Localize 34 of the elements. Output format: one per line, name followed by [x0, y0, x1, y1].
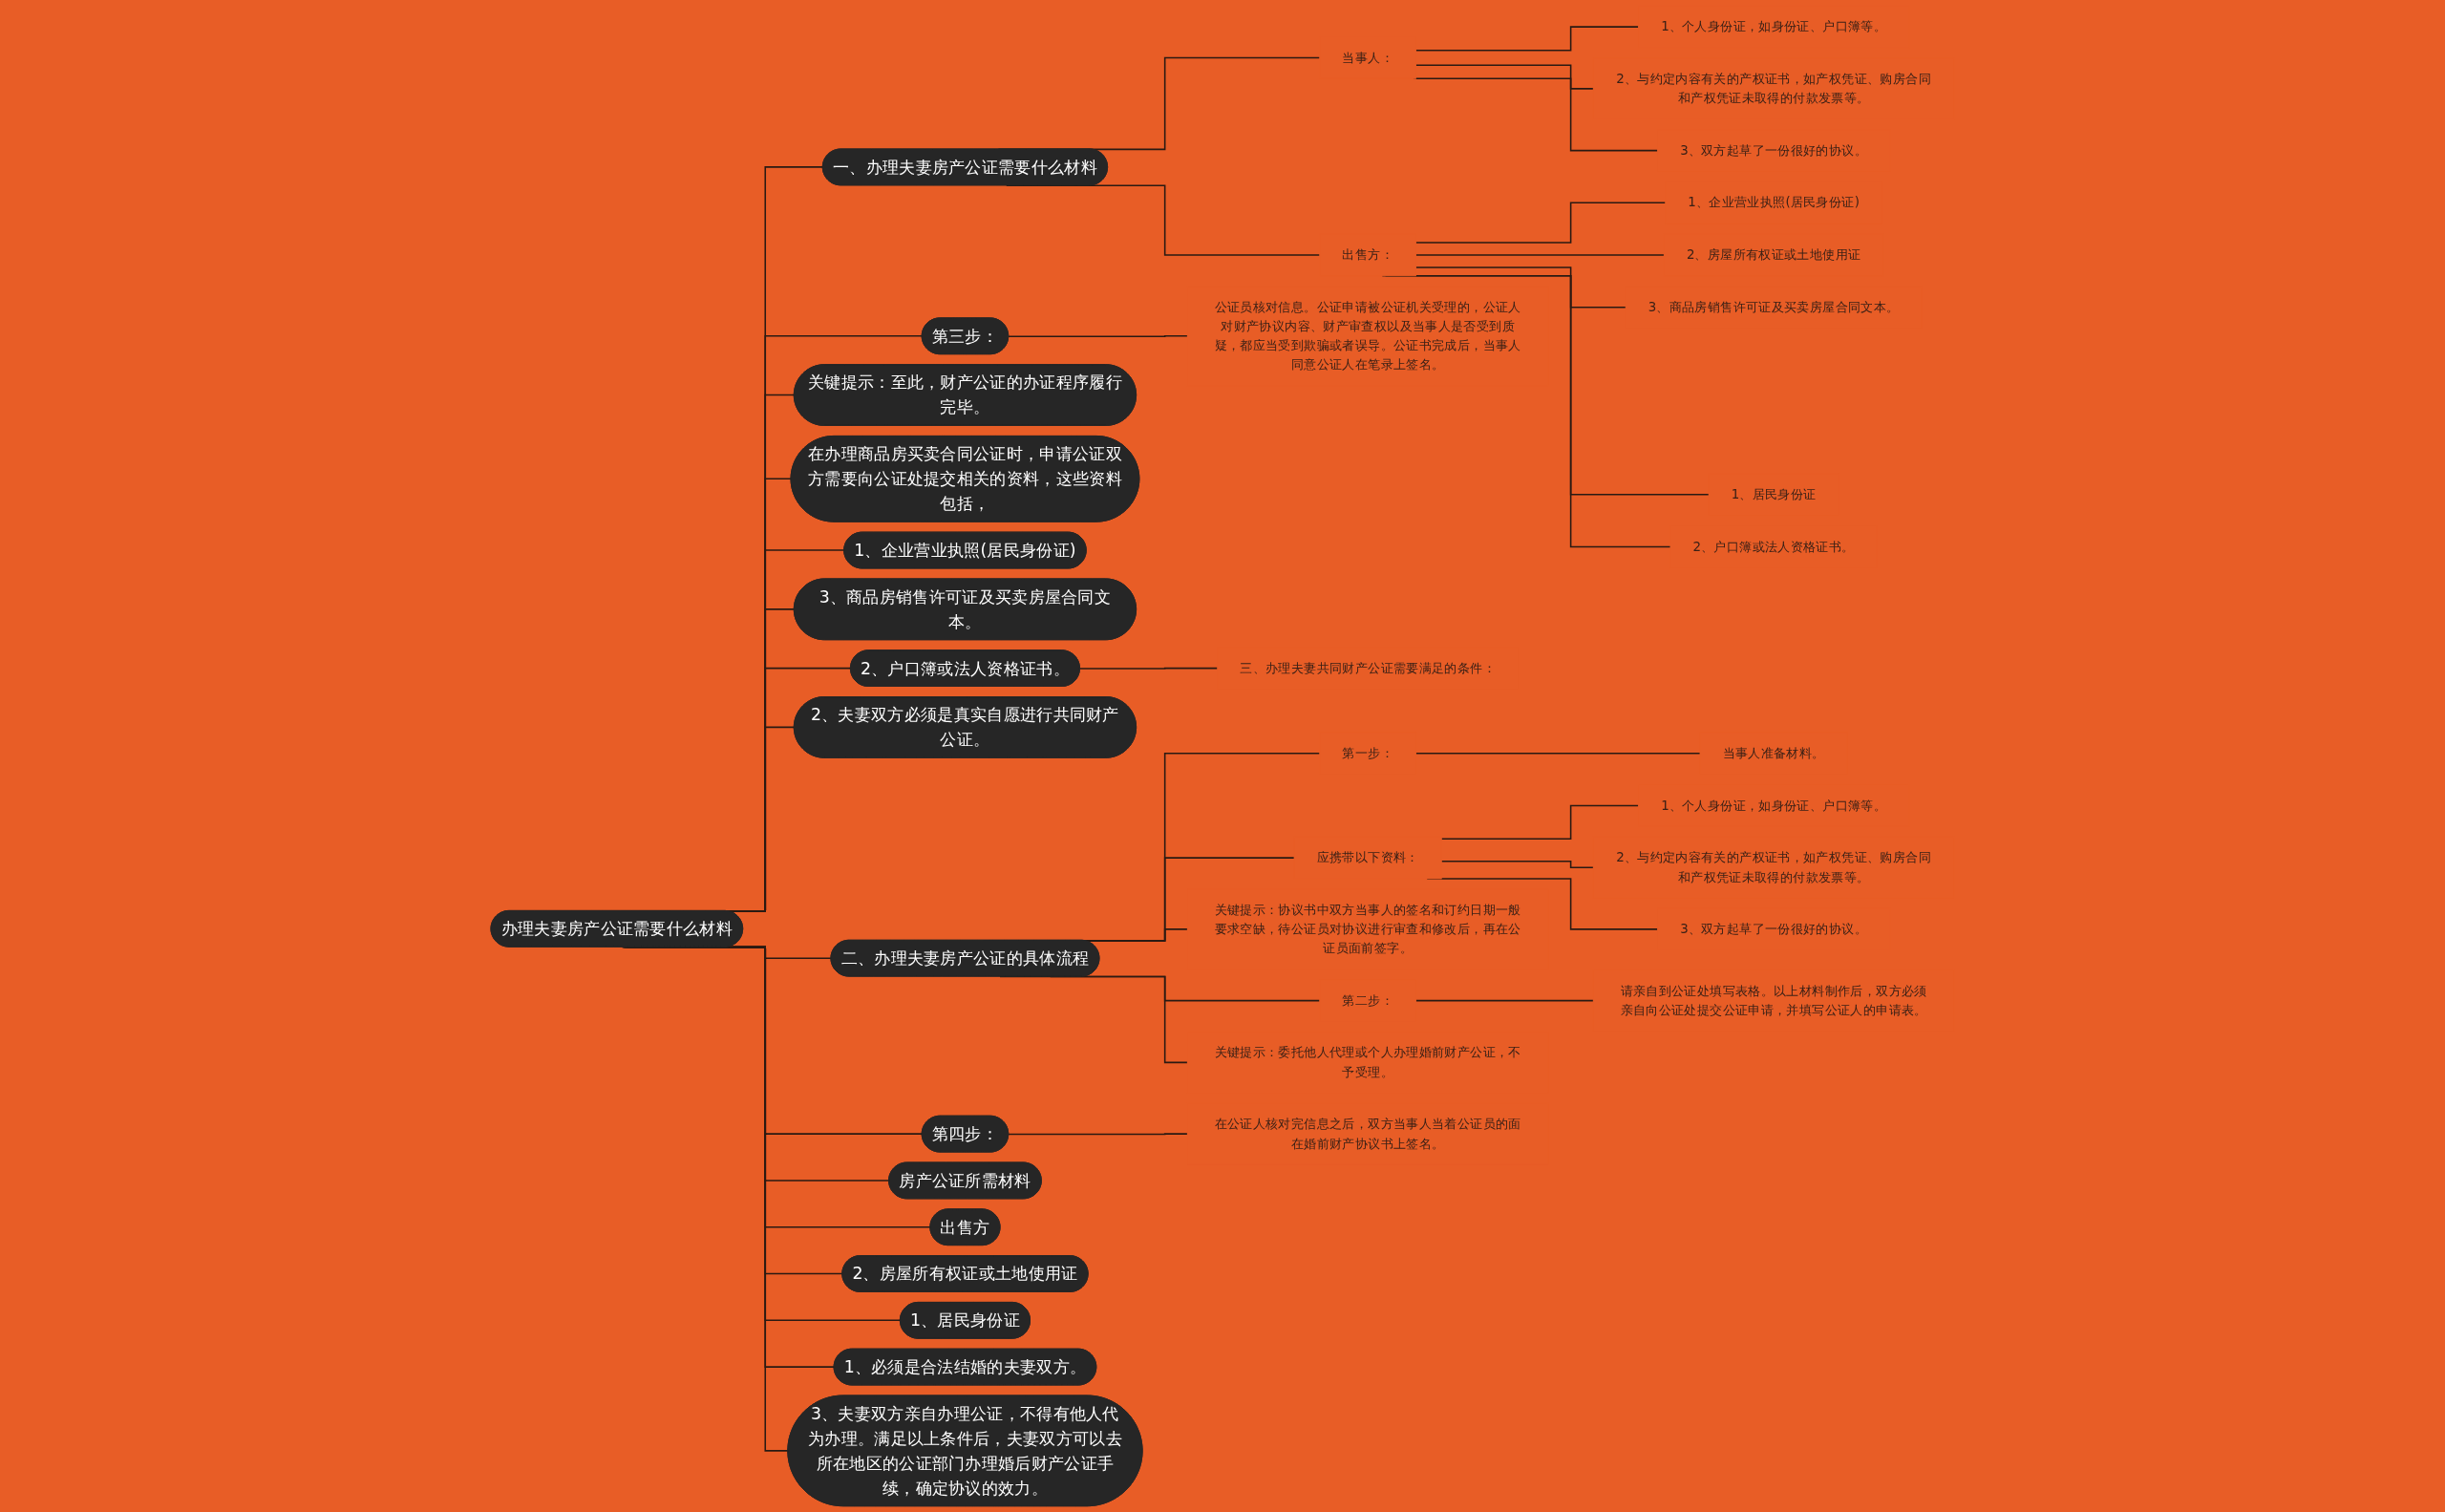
connector: [1414, 26, 1640, 52]
node-text: 1、个人身份证，如身份证、户口簿等。: [1661, 18, 1887, 34]
node-text: 关键提示：协议书中双方当事人的签名和订约日期一般要求空缺，待公证员对协议进行审查和修改后，再在公证员面前签字。: [1214, 902, 1521, 956]
node-text: 2、与约定内容有关的产权证书，如产权凭证、购房合同和产权凭证未取得的付款发票等。: [1616, 849, 1931, 884]
connector: [1008, 335, 1189, 337]
node-text: 2、与约定内容有关的产权证书，如产权凭证、购房合同和产权凭证未取得的付款发票等。: [1616, 71, 1931, 106]
connector: [1440, 804, 1640, 841]
node-text: 应携带以下资料：: [1316, 849, 1419, 865]
connector: [1008, 1133, 1189, 1136]
node-text: 2、户口簿或法人资格证书。: [1692, 538, 1855, 554]
node-text: 1、企业营业执照(居民身份证): [1688, 194, 1860, 210]
node-text: 在公证人核对完信息之后，双方当事人当着公证员的面在婚前财产协议书上签名。: [1214, 1116, 1521, 1151]
connector: [1414, 202, 1667, 244]
node-text: 第一步：: [1342, 745, 1393, 761]
node-text: 3、双方起草了一份很好的协议。: [1680, 142, 1868, 158]
node-text: 3、双方起草了一份很好的协议。: [1680, 921, 1868, 937]
node-text: 请亲自到公证处填写表格。以上材料制作后，双方必须亲自向公证处提交公证申请，并填写公证人的申请表。: [1620, 983, 1927, 1017]
node-text: 三、办理夫妻共同财产公证需要满足的条件：: [1240, 660, 1496, 675]
node-text: 当事人准备材料。: [1722, 745, 1825, 761]
connector: [1414, 999, 1594, 1002]
connector: [1414, 752, 1701, 755]
node-text: 第二步：: [1342, 992, 1393, 1008]
connector: [1414, 64, 1594, 90]
node-text: 关键提示：委托他人代理或个人办理婚前财产公证，不予受理。: [1214, 1044, 1521, 1079]
node-text: 1、个人身份证，如身份证、户口簿等。: [1661, 797, 1887, 813]
connector: [1079, 667, 1219, 670]
node-text: 当事人：: [1342, 50, 1393, 65]
node-text: 2、房屋所有权证或土地使用证: [1686, 246, 1861, 263]
connector: [1440, 861, 1594, 868]
node-text: 3、商品房销售许可证及买卖房屋合同文本。: [1648, 299, 1900, 314]
node-text: 1、居民身份证: [1731, 486, 1817, 502]
node-text: 公证员核对信息。公证申请被公证机关受理的，公证人对财产协议内容、财产审查权以及当事人是否受到质疑，都应当受到欺骗或者误导。公证书完成后，当事人同意公证人在笔录上签名。: [1214, 299, 1521, 373]
connector: [1414, 266, 1626, 309]
connector: [1414, 254, 1666, 256]
